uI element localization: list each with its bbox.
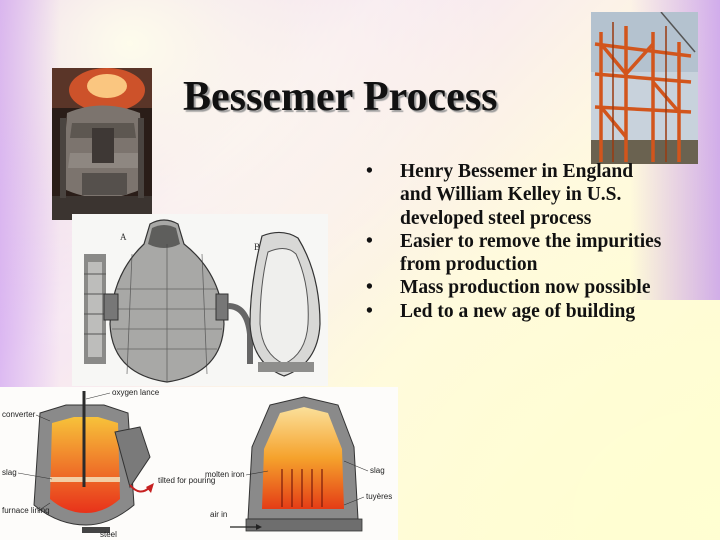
bullet-marker: •: [366, 277, 373, 299]
label-slag-right: slag: [370, 466, 385, 475]
label-molten-iron: molten iron: [205, 470, 245, 479]
furnace-photo: [52, 68, 152, 220]
bullet-marker: •: [366, 161, 373, 182]
bullet-marker: •: [366, 300, 373, 322]
bullet-text: Easier to remove the impurities from pro…: [400, 230, 662, 276]
label-tilted: tilted for pouring: [158, 476, 215, 485]
label-converter: converter: [2, 410, 36, 419]
bullet-item: • Henry Bessemer in England and William …: [366, 160, 666, 230]
label-slag-left: slag: [2, 468, 17, 477]
bullet-text: Mass production now possible: [400, 277, 651, 299]
bullet-item: • Mass production now possible: [366, 276, 666, 299]
slide-title: Bessemer Process: [183, 74, 498, 120]
converter-process-diagram: oxygen lance converter slag furnace lini…: [0, 387, 398, 540]
label-air-in: air in: [210, 510, 227, 519]
steel-frame-photo: [591, 12, 698, 164]
drawing-label-a: A: [120, 232, 127, 242]
bullet-item: • Easier to remove the impurities from p…: [366, 230, 666, 277]
label-oxygen-lance: oxygen lance: [112, 388, 160, 397]
bullet-marker: •: [366, 230, 373, 252]
bessemer-converter-drawing: A B: [72, 214, 328, 386]
label-tuyeres: tuyères: [366, 492, 392, 501]
label-steel: steel: [100, 530, 117, 539]
label-furnace-lining: furnace lining: [2, 506, 50, 515]
bullet-text: Led to a new age of building: [400, 300, 636, 322]
bullet-list: • Henry Bessemer in England and William …: [366, 160, 666, 323]
bullet-text: Henry Bessemer in England and William Ke…: [400, 161, 634, 229]
drawing-label-b: B: [254, 242, 260, 252]
bullet-item: • Led to a new age of building: [366, 300, 666, 323]
